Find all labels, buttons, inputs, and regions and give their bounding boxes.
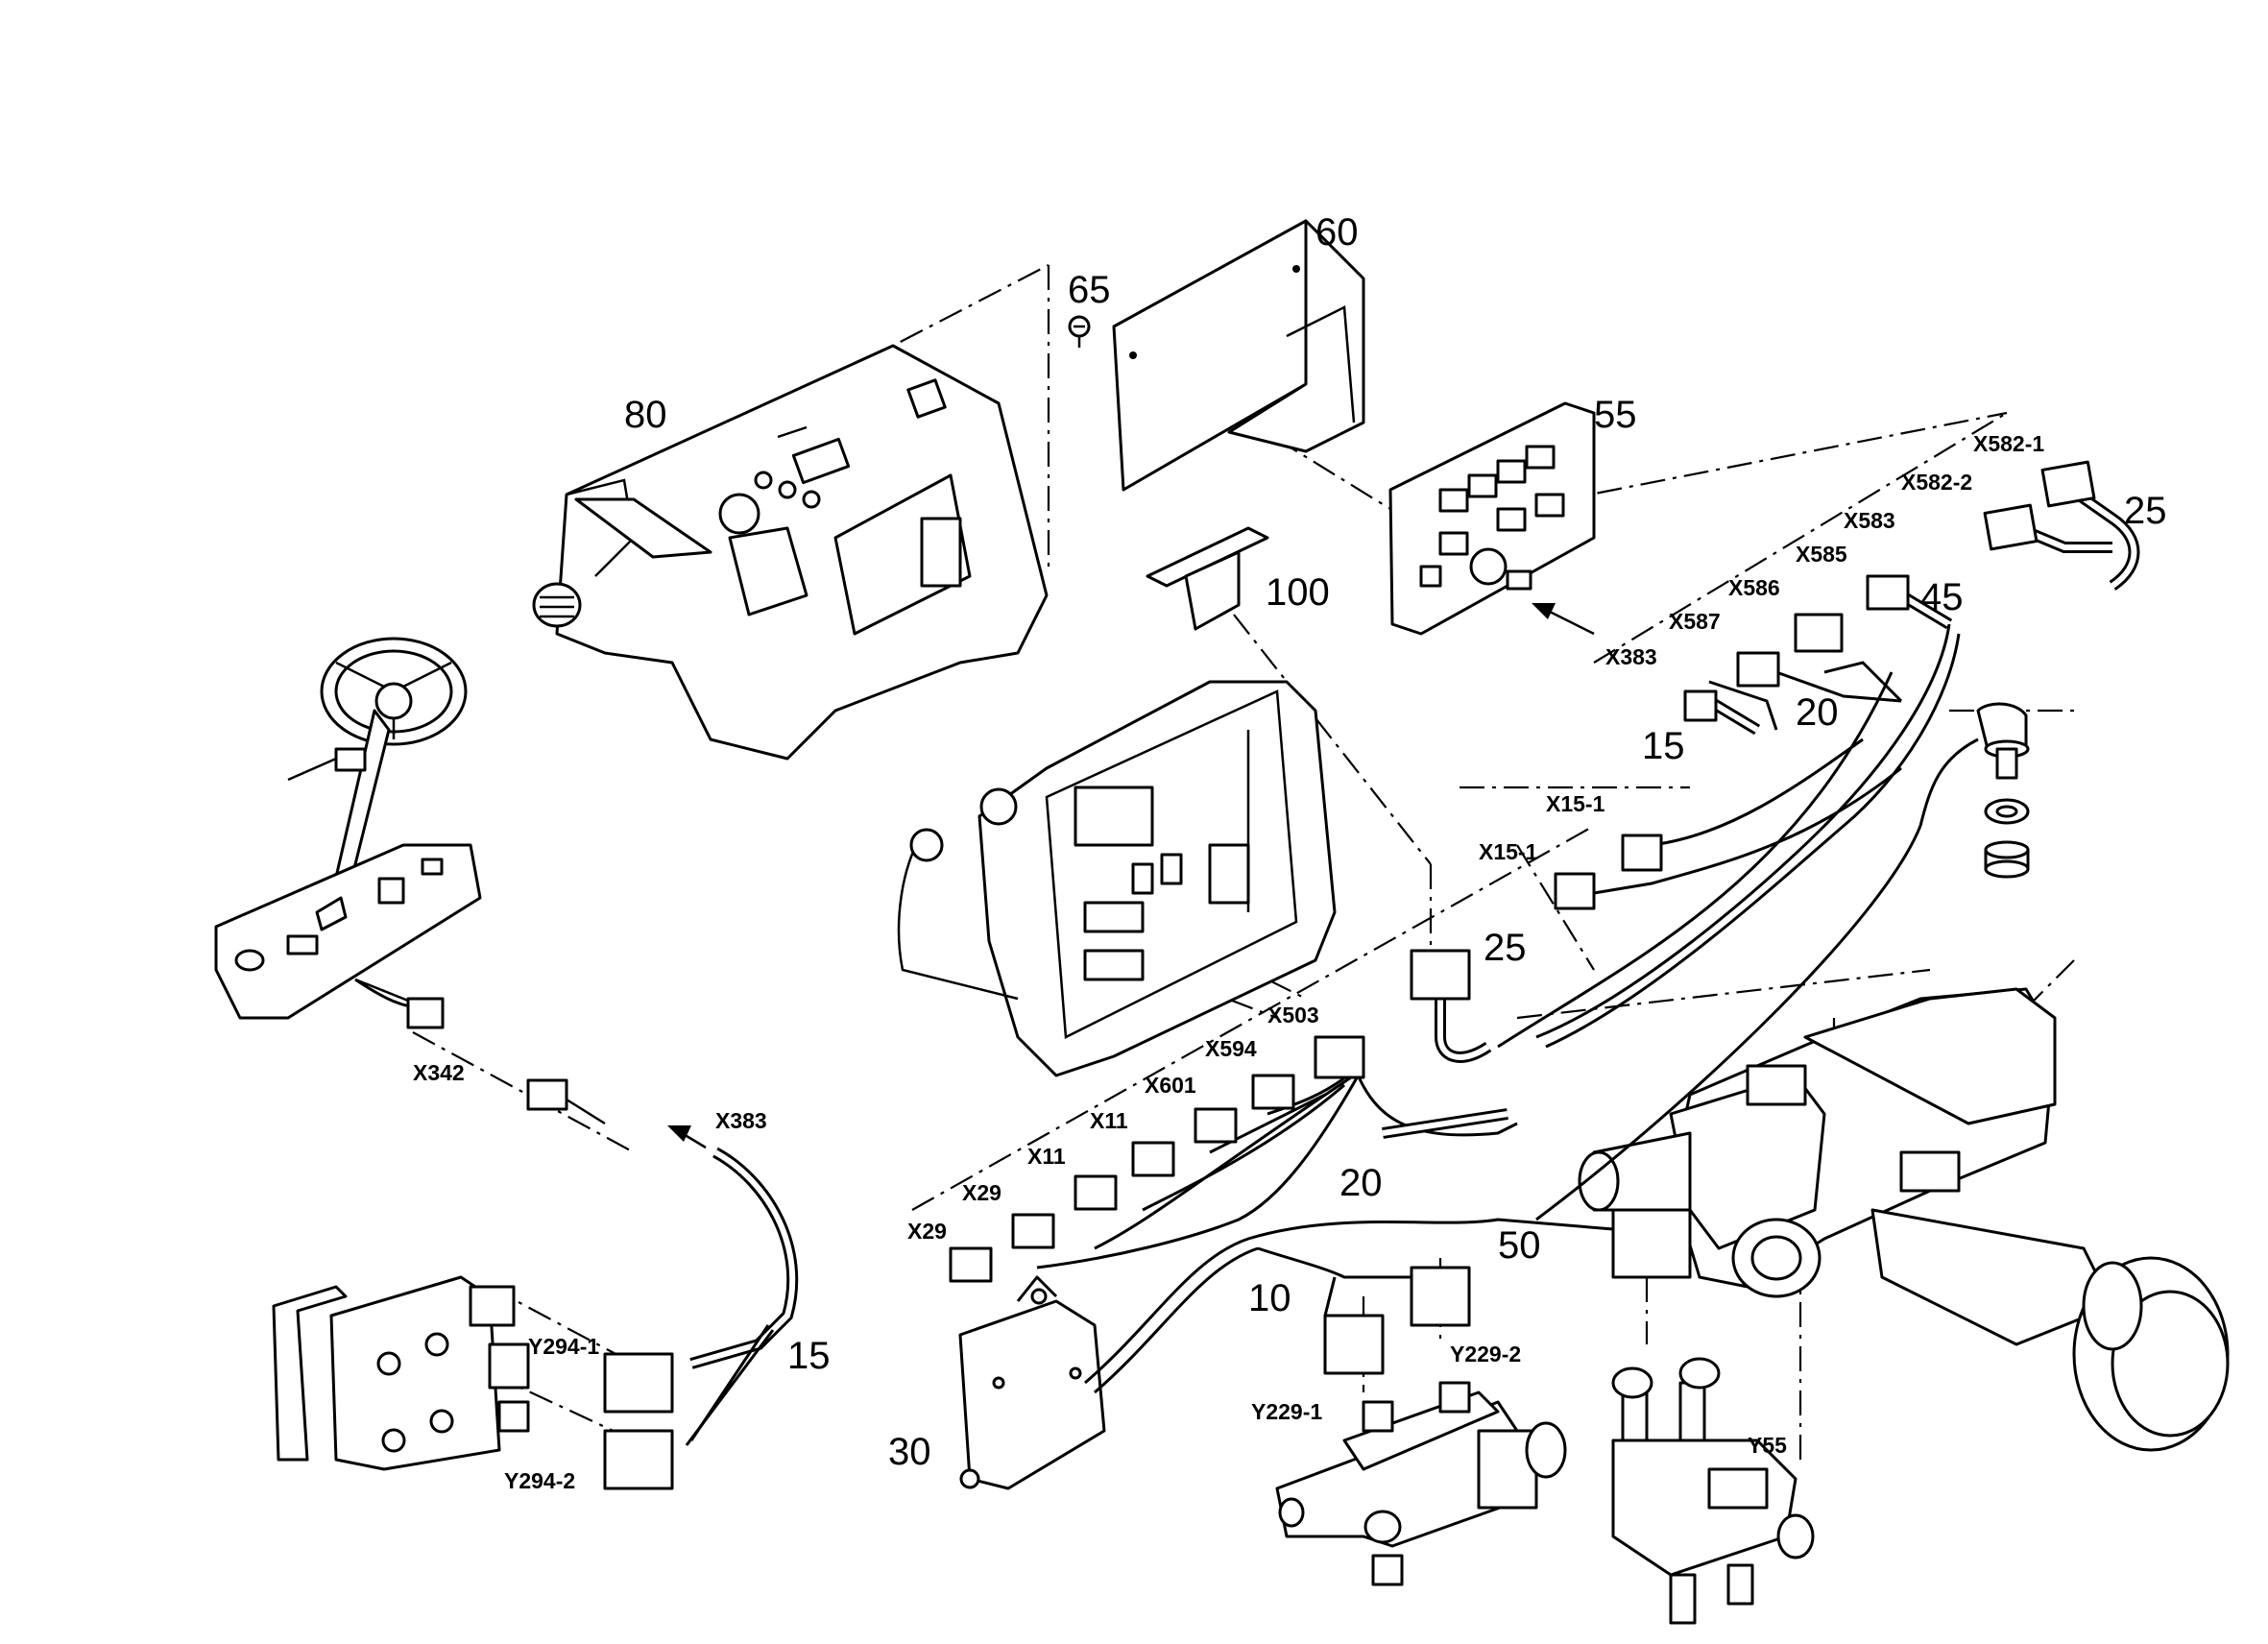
label-x15-1-b: X15-1 — [1479, 839, 1538, 864]
label-y229-1: Y229-1 — [1251, 1399, 1322, 1424]
label-x15-1-a: X15-1 — [1546, 791, 1605, 816]
label-x585: X585 — [1796, 542, 1847, 567]
label-60: 60 — [1315, 211, 1359, 254]
elbow-fitting — [1976, 702, 2030, 879]
label-y55: Y55 — [1748, 1433, 1787, 1458]
connector-x11-a — [1131, 1141, 1175, 1177]
label-20-lower: 20 — [1339, 1162, 1383, 1204]
transmission-axle — [1578, 987, 2230, 1452]
fuse-holder — [1146, 526, 1269, 631]
circuit-board — [1388, 401, 1596, 636]
part-number-labels: 80 65 60 55 100 25 45 15 20 25 20 15 10 … — [624, 211, 2167, 1473]
connector-x594 — [1251, 1074, 1295, 1110]
label-x383-left: X383 — [715, 1108, 767, 1133]
label-x583: X583 — [1844, 508, 1895, 533]
connector-x582-2 — [1983, 503, 2039, 551]
label-y294-2: Y294-2 — [504, 1468, 575, 1493]
label-30: 30 — [888, 1431, 931, 1473]
card-holder — [1112, 219, 1365, 492]
connector-x601 — [1194, 1107, 1238, 1144]
label-15-left: 15 — [787, 1335, 831, 1377]
label-25-top: 25 — [2124, 490, 2167, 532]
label-20-top: 20 — [1796, 691, 1839, 734]
connector-labels: X582-1 X582-2 X583 X585 X586 X587 X383 X… — [413, 431, 2044, 1493]
label-x587: X587 — [1669, 609, 1721, 634]
label-x601: X601 — [1145, 1073, 1196, 1098]
connector-x15-1-a — [1621, 834, 1663, 872]
console-housing — [532, 344, 1049, 761]
hydraulic-block-left — [272, 1275, 530, 1471]
label-y294-1: Y294-1 — [528, 1334, 599, 1359]
connector-x585 — [1866, 574, 1910, 611]
connector-y55 — [1611, 1208, 1692, 1279]
label-x29-a: X29 — [962, 1180, 1001, 1205]
valve-y55 — [1611, 1357, 1815, 1625]
label-x11-b: X11 — [1027, 1144, 1066, 1169]
connector-x29-b — [949, 1246, 993, 1283]
label-x29-b: X29 — [907, 1219, 947, 1244]
label-y229-2: Y229-2 — [1450, 1342, 1521, 1366]
connector-x11-b — [1074, 1174, 1118, 1211]
connector-x342 — [406, 997, 445, 1029]
label-80: 80 — [624, 394, 667, 436]
connector-25 — [1410, 949, 1471, 1001]
electronic-module — [958, 1275, 1106, 1490]
connector-x582-1 — [2040, 460, 2096, 508]
label-55: 55 — [1594, 394, 1637, 436]
connector-x342-plug — [526, 1078, 568, 1111]
label-x582-1: X582-1 — [1973, 431, 2044, 456]
control-box — [897, 680, 1337, 1077]
steering-assembly — [214, 637, 482, 1020]
screw — [1068, 315, 1091, 348]
label-x383-top: X383 — [1605, 644, 1657, 669]
label-x11-a: X11 — [1090, 1108, 1128, 1133]
solenoid-valve-y229 — [1275, 1381, 1567, 1586]
label-65: 65 — [1068, 269, 1111, 311]
label-x503: X503 — [1267, 1003, 1319, 1028]
connector-x586 — [1794, 613, 1844, 653]
label-50: 50 — [1498, 1224, 1541, 1267]
label-10: 10 — [1248, 1277, 1291, 1319]
connector-x503 — [1314, 1035, 1365, 1079]
label-15-top: 15 — [1642, 725, 1685, 767]
label-45: 45 — [1920, 576, 1964, 618]
connector-x15-1-b — [1554, 872, 1596, 910]
label-x586: X586 — [1728, 575, 1780, 600]
connector-y294-2 — [603, 1429, 674, 1490]
wire-harnesses — [354, 480, 2140, 1446]
arrows — [667, 603, 1595, 1149]
label-100: 100 — [1266, 571, 1330, 614]
connector-y229-2 — [1410, 1266, 1471, 1327]
connector-x29-a — [1011, 1213, 1055, 1249]
label-x594: X594 — [1205, 1036, 1257, 1061]
connector-y229-1 — [1323, 1314, 1385, 1375]
label-25-middle: 25 — [1484, 927, 1527, 969]
connector-y294-1 — [603, 1352, 674, 1414]
connector-x383-top — [1683, 689, 1718, 722]
label-x582-2: X582-2 — [1901, 470, 1972, 495]
connectors — [406, 460, 2096, 1490]
connector-x587 — [1736, 651, 1780, 688]
label-x342: X342 — [413, 1060, 465, 1085]
